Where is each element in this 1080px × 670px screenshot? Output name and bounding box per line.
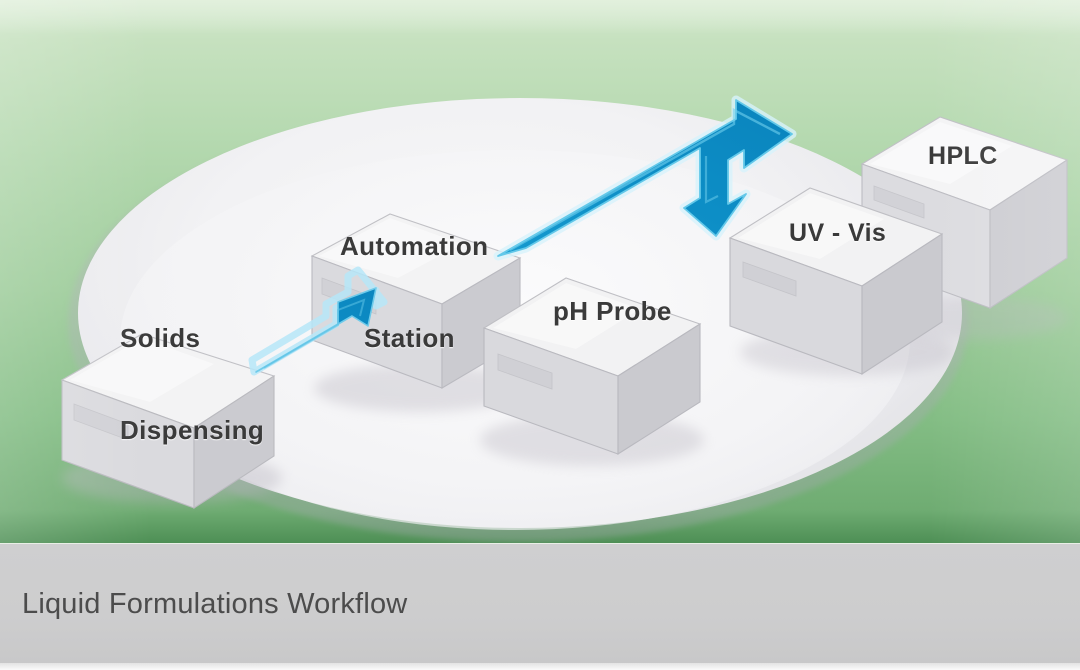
- label-solids-dispensing: Solids Dispensing: [120, 262, 264, 507]
- caption-title: Liquid Formulations Workflow: [22, 588, 408, 620]
- instrument-box-uv-vis[interactable]: [728, 182, 950, 397]
- label-ph-probe: pH Probe: [553, 296, 672, 326]
- arrow-solids-to-automation: [248, 266, 412, 383]
- label-solids-line-2: Dispensing: [120, 415, 265, 446]
- instrument-box-ph-probe[interactable]: [482, 272, 709, 472]
- caption-bar: Liquid Formulations Workflow: [0, 543, 1080, 664]
- instrument-box-solids-dispensing[interactable]: [60, 330, 282, 530]
- arrow-automation-to-detectors: [492, 95, 872, 281]
- label-automation-station: Automation Station: [340, 170, 488, 415]
- bottom-strip: [0, 663, 1080, 670]
- instrument-box-automation-station[interactable]: [310, 212, 532, 412]
- label-hplc: HPLC: [928, 142, 998, 170]
- scene-background: Solids Dispensing Automation Station pH …: [0, 0, 1080, 543]
- label-solids-line-1: Solids: [120, 323, 201, 354]
- label-automation-line-1: Automation: [340, 231, 489, 262]
- label-automation-line-2: Station: [364, 323, 455, 354]
- label-uv-vis: UV - Vis: [789, 219, 887, 247]
